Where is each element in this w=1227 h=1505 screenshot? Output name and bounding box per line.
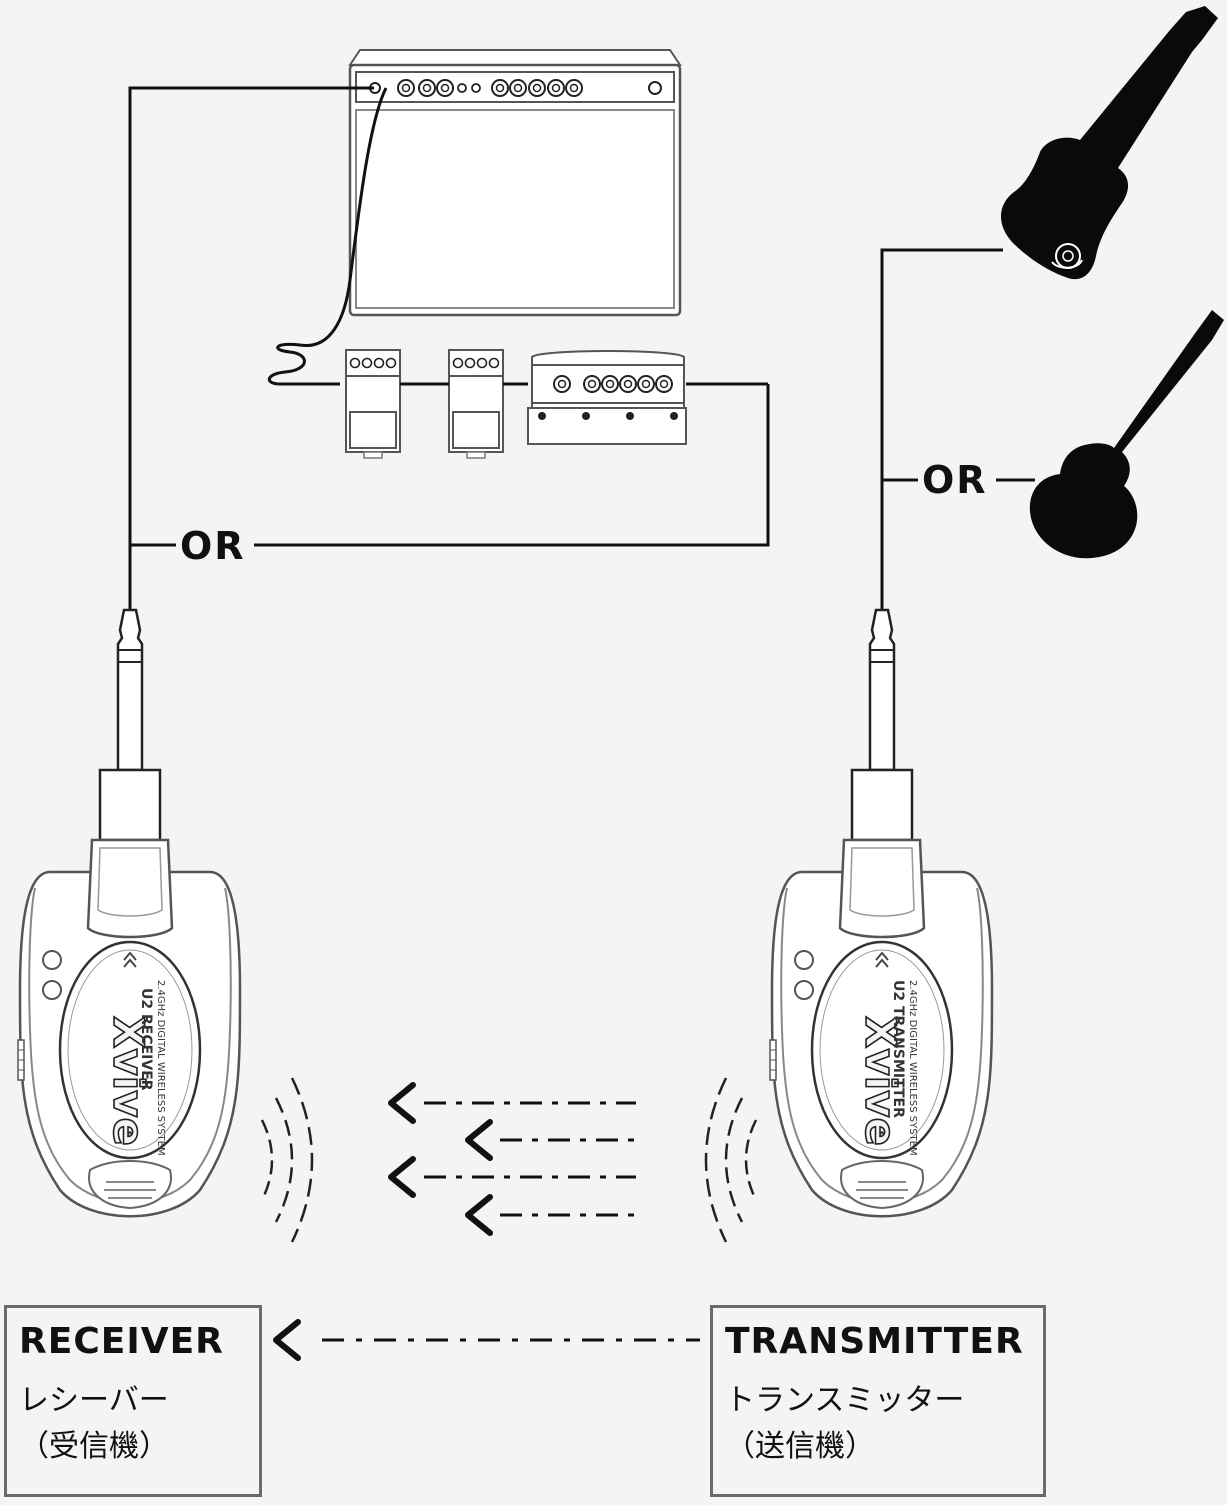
guitar-amp-icon [348,49,682,317]
arrow-left-icon [276,1322,298,1358]
or-label-left: OR [180,524,246,568]
receiver-legend-box: RECEIVER レシーバー （受信機） [4,1305,262,1497]
arrow-left-icon [468,1197,490,1233]
effect-pedal-icon [448,349,504,459]
transmitter-japanese-sub: （送信機） [725,1429,875,1464]
arrow-left-icon [468,1122,490,1158]
electric-guitar-icon [1000,6,1218,280]
wireless-receiver-icon: Xvive U2 RECEIVER 2.4GHz DIGITAL WIRELES… [16,608,242,1218]
transmitter-brand: Xvive [856,1016,905,1146]
transmitter-desc: 2.4GHz DIGITAL WIRELESS SYSTEM [907,980,918,1156]
receiver-brand: Xvive [104,1016,153,1146]
signal-wave-icon [260,1076,314,1244]
transmitter-title: TRANSMITTER [725,1321,1024,1362]
receiver-japanese: レシーバー [19,1383,169,1418]
receiver-model: U2 RECEIVER [138,988,154,1091]
wireless-transmitter-icon: Xvive U2 TRANSMITTER 2.4GHz DIGITAL WIRE… [768,608,994,1218]
arrow-left-icon [391,1159,413,1195]
transmitter-legend-box: TRANSMITTER トランスミッター （送信機） [710,1305,1046,1497]
arrow-left-icon [391,1085,413,1121]
effect-pedal-icon [345,349,401,459]
or-label-right: OR [922,458,988,502]
electric-guitar-icon [1029,310,1224,559]
receiver-title: RECEIVER [19,1321,224,1362]
signal-arrows [276,1085,700,1358]
transmitter-model: U2 TRANSMITTER [890,980,906,1118]
receiver-japanese-sub: （受信機） [19,1429,169,1464]
signal-wave-icon [704,1076,758,1244]
transmitter-japanese: トランスミッター [725,1383,965,1418]
multi-effects-unit-icon [527,350,687,445]
receiver-desc: 2.4GHz DIGITAL WIRELESS SYSTEM [155,980,166,1156]
